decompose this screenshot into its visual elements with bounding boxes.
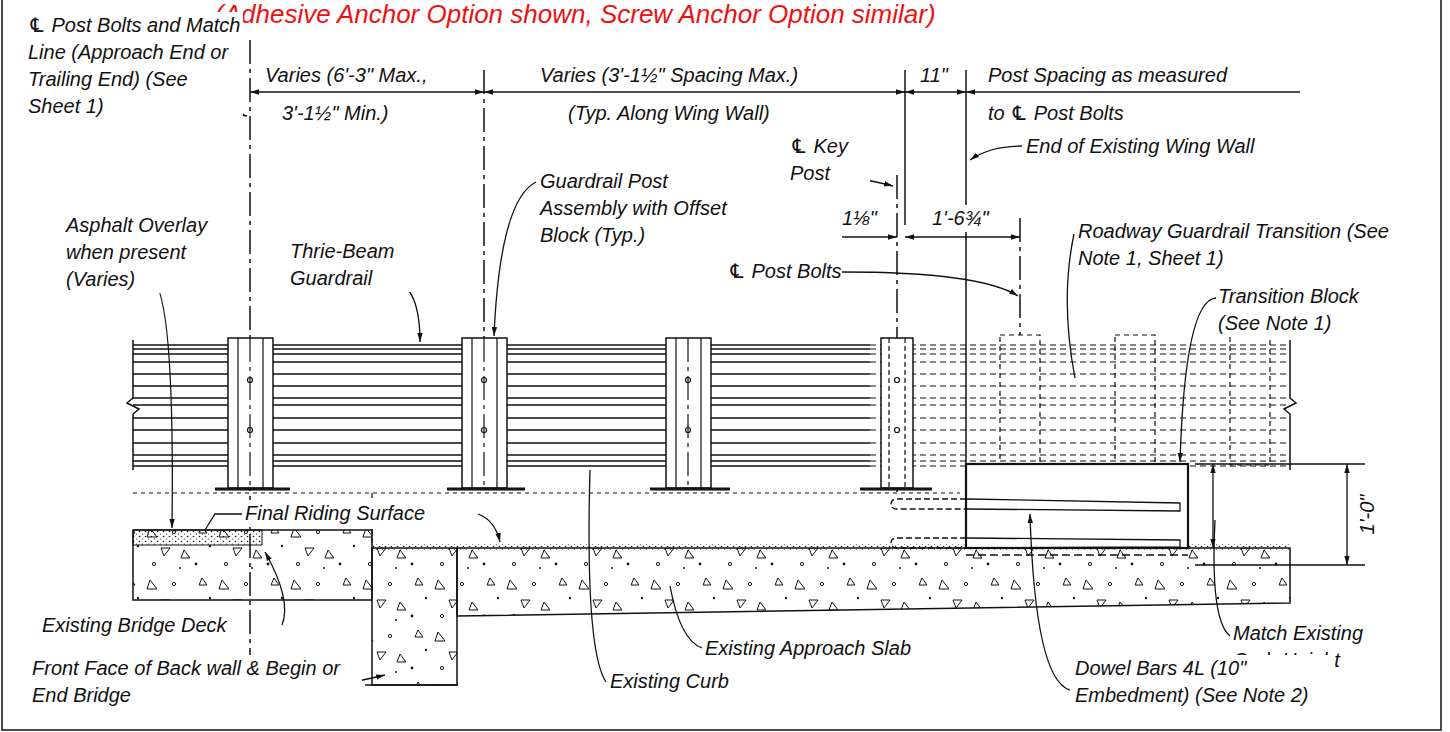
callout-label: Transition Block (See Note 1)	[1218, 283, 1393, 337]
callout-label: 1'-0"	[1354, 494, 1381, 534]
callout-label: 1'-6¾"	[932, 205, 989, 232]
callout-label: 1⅛"	[842, 205, 877, 232]
callout-label: Existing Bridge Deck	[42, 612, 227, 639]
callout-label: Varies (6'-3" Max.,	[265, 62, 427, 89]
callout-label: Existing Curb	[610, 668, 729, 695]
callout-label: (Typ. Along Wing Wall)	[568, 100, 770, 127]
callout-label: Thrie-Beam Guardrail	[290, 238, 420, 292]
callout-label: Dowel Bars 4L (10" Embedment) (See Note …	[1075, 655, 1335, 709]
callout-label: ℄ Post Bolts	[728, 258, 842, 285]
callout-label: Front Face of Back wall & Begin or End B…	[32, 655, 362, 709]
callout-label: Roadway Guardrail Transition (See Note 1…	[1078, 218, 1433, 272]
callout-label: to ℄ Post Bolts	[988, 100, 1124, 127]
callout-label: Final Riding Surface	[245, 500, 425, 527]
callout-label: ℄ Key Post	[790, 133, 870, 187]
drawing-title: (Adhesive Anchor Option shown, Screw Anc…	[215, 0, 936, 28]
callout-label: 3'-1½" Min.)	[282, 100, 389, 127]
callout-label: Varies (3'-1½" Spacing Max.)	[540, 62, 798, 89]
callout-label: Post Spacing as measured	[988, 62, 1227, 89]
callout-label: Existing Approach Slab	[705, 635, 911, 662]
callout-label: Guardrail Post Assembly with Offset Bloc…	[540, 168, 740, 249]
callout-label: Asphalt Overlay when present (Varies)	[66, 212, 236, 293]
callout-label: 11"	[920, 62, 948, 89]
callout-label: ℄ Post Bolts and Match Line (Approach En…	[28, 12, 243, 120]
callout-label: End of Existing Wing Wall	[1026, 133, 1254, 160]
